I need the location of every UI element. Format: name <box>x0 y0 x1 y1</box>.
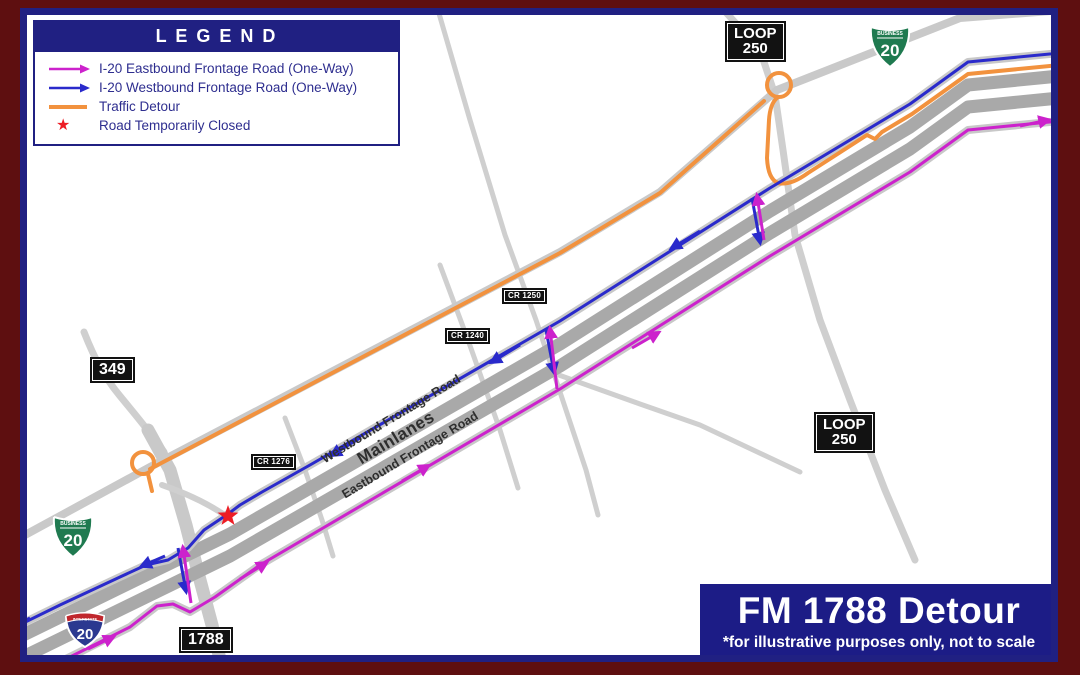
loop250-road <box>723 15 919 564</box>
map-title: FM 1788 Detour <box>737 590 1021 631</box>
sh-349-sign: 349 <box>92 359 133 382</box>
mainlane-eastbound-band <box>27 92 1051 655</box>
interstate-20-shield: INTERSTATE 20 <box>65 612 106 649</box>
svg-text:20: 20 <box>881 41 900 60</box>
turnaround-magenta-fm1788 <box>177 543 193 604</box>
svg-text:BUSINESS: BUSINESS <box>877 31 903 37</box>
legend-item-westbound: I-20 Westbound Frontage Road (One-Way) <box>47 78 388 97</box>
orange-line-icon <box>47 101 99 113</box>
svg-text:20: 20 <box>64 531 83 550</box>
eb-arrow <box>631 330 662 350</box>
closed-star-icon <box>217 505 239 525</box>
detour-exit-west <box>146 472 154 493</box>
cr-1276-sign: CR 1276 <box>253 456 294 469</box>
legend-title: L E G E N D <box>35 22 398 52</box>
map-subtitle: *for illustrative purposes only, not to … <box>722 634 1036 651</box>
eb-arrow <box>401 463 432 483</box>
detour-corridor-segment <box>765 63 1051 186</box>
svg-text:INTERSTATE: INTERSTATE <box>73 617 98 622</box>
wb-arrow <box>668 229 701 251</box>
closed-ramp <box>159 482 229 519</box>
cr-1250-sign: CR 1250 <box>504 290 545 303</box>
detour-loop-ramp-east <box>765 71 793 99</box>
traffic-detour-route <box>130 63 1051 493</box>
detour-loop-ramp-west <box>130 450 156 476</box>
legend-box: L E G E N D I-20 Eastbound Frontage Road… <box>33 20 400 146</box>
legend-item-closed: ★ Road Temporarily Closed <box>47 116 388 135</box>
turnaround-magenta-cr1250 <box>544 324 559 390</box>
eb-arrow <box>87 634 117 651</box>
blue-arrow-icon <box>47 82 99 94</box>
wb-arrow <box>138 554 166 569</box>
magenta-arrow-icon <box>47 63 99 75</box>
svg-text:BUSINESS: BUSINESS <box>60 521 86 527</box>
business-20-shield-east: BUSINESS 20 <box>869 25 911 69</box>
wb-arrow <box>328 436 361 458</box>
mainlane-westbound-band <box>27 70 1051 641</box>
turnaround-magenta-loop250 <box>751 191 766 241</box>
mainlanes-pavement <box>27 70 1051 655</box>
wb-frontage-line <box>27 52 1051 623</box>
legend-item-detour: Traffic Detour <box>47 97 388 116</box>
legend-item-eastbound: I-20 Eastbound Frontage Road (One-Way) <box>47 59 388 78</box>
turnaround-crossovers <box>176 191 766 604</box>
eb-arrow <box>239 560 270 581</box>
svg-text:20: 20 <box>77 626 94 643</box>
cr-1240-sign: CR 1240 <box>447 330 488 343</box>
business-20-shield-west: BUSINESS 20 <box>52 515 94 559</box>
legend-item-label: Road Temporarily Closed <box>99 118 251 133</box>
legend-item-label: Traffic Detour <box>99 99 181 114</box>
eb-frontage-line <box>70 115 1051 655</box>
wb-arrow <box>488 343 521 365</box>
title-box: FM 1788 Detour *for illustrative purpose… <box>700 584 1051 655</box>
road-network-svg <box>27 15 1051 655</box>
fm-1788-sign: 1788 <box>181 629 231 652</box>
cr1276-road <box>282 415 336 559</box>
legend-item-label: I-20 Eastbound Frontage Road (One-Way) <box>99 61 354 76</box>
legend-item-label: I-20 Westbound Frontage Road (One-Way) <box>99 80 358 95</box>
south-service-road <box>553 371 803 475</box>
cr1250-road <box>436 15 601 518</box>
red-star-icon: ★ <box>56 116 71 134</box>
detour-business20-segment <box>148 99 766 471</box>
eb-arrow <box>1019 115 1051 129</box>
